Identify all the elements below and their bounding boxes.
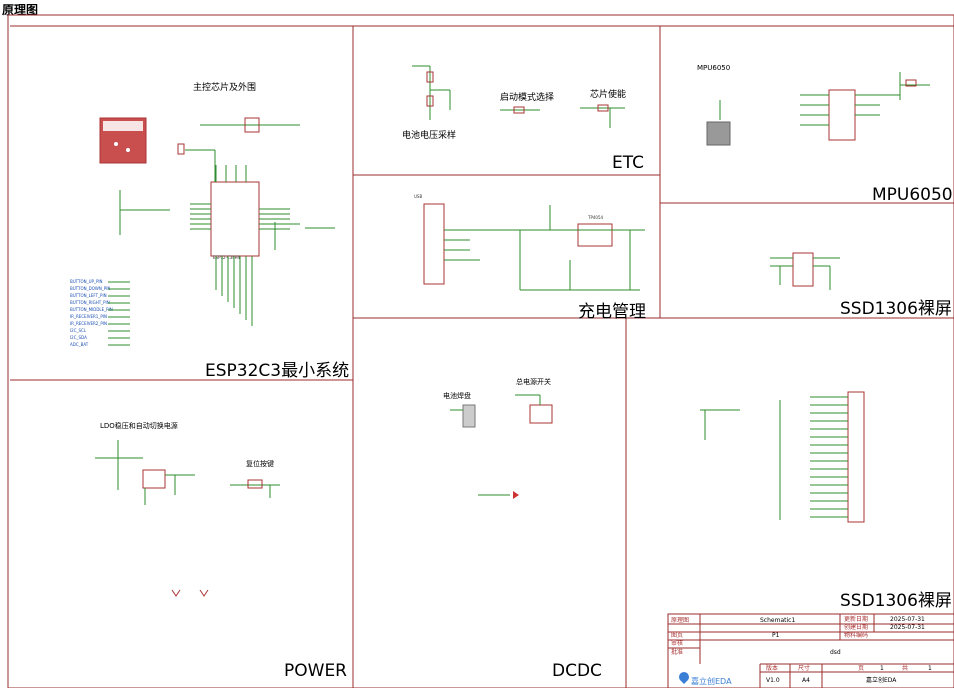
oled-connector	[847, 391, 865, 523]
project-name: dsd	[830, 649, 841, 656]
power-switch	[529, 404, 553, 424]
svg-text:创建日期: 创建日期	[844, 623, 868, 631]
svg-text:2025-07-31: 2025-07-31	[890, 624, 925, 631]
svg-text:BUTTON_LEFT_PIN: BUTTON_LEFT_PIN	[70, 293, 107, 298]
svg-text:页: 页	[858, 665, 864, 672]
svg-text:原理图: 原理图	[671, 617, 689, 624]
etc-block-title: ETC	[612, 153, 644, 173]
svg-text:BUTTON_DOWN_PIN: BUTTON_DOWN_PIN	[70, 286, 110, 291]
boot-select-label: 启动模式选择	[500, 91, 554, 103]
dcdc-block: DCDC 电池焊盘 总电源开关	[443, 377, 602, 681]
mpu6050-package	[706, 121, 731, 146]
svg-text:V1.0: V1.0	[766, 677, 780, 684]
esp32-block-subtitle: 主控芯片及外围	[193, 81, 256, 93]
svg-text:BUTTON_UP_PIN: BUTTON_UP_PIN	[70, 279, 103, 284]
svg-text:1: 1	[880, 665, 884, 672]
outer-frame	[7, 14, 954, 688]
mpu6050-block-title: MPU6050	[872, 185, 953, 205]
mpu6050-chip	[828, 89, 856, 141]
page-name: P1	[772, 632, 780, 639]
charge-block: 充电管理 USB TP4054	[414, 194, 646, 322]
svg-text:IR_RECEIVER2_PIN: IR_RECEIVER2_PIN	[70, 321, 107, 326]
company-name: 嘉立创EDA	[866, 676, 897, 684]
svg-text:批准: 批准	[671, 648, 683, 656]
ssd1306-large-block: SSD1306裸屏	[700, 391, 952, 611]
svg-text:共: 共	[902, 664, 908, 672]
svg-text:ADC_BAT: ADC_BAT	[70, 342, 89, 347]
schematic-name: Schematic1	[760, 617, 795, 624]
usb-connector-label: USB	[414, 194, 422, 199]
usb-connector	[423, 203, 445, 285]
svg-text:I2C_SDA: I2C_SDA	[70, 335, 87, 340]
oled-pin-wires	[700, 396, 848, 520]
svg-text:图页: 图页	[671, 632, 683, 639]
svg-text:IR_RECEIVER1_PIN: IR_RECEIVER1_PIN	[70, 314, 107, 319]
charge-block-title: 充电管理	[578, 302, 646, 322]
main-switch-label: 总电源开关	[516, 377, 551, 386]
led-icon	[513, 491, 519, 499]
logo-text: 嘉立创EDA	[691, 676, 732, 686]
battery-pad	[462, 404, 476, 428]
mpu6050-block: MPU6050 MPU6050	[697, 64, 953, 205]
ldo-chip	[142, 469, 166, 489]
ssd1306-large-title: SSD1306裸屏	[840, 591, 952, 611]
svg-text:2025-07-31: 2025-07-31	[890, 616, 925, 623]
mpu6050-chip-label: MPU6050	[697, 64, 730, 72]
svg-text:I2C_SCL: I2C_SCL	[70, 328, 87, 333]
etc-block: ETC 电池电压采样 启动模式选择 芯片使能	[402, 65, 644, 173]
svg-text:BUTTON_MIDDLE_PIN: BUTTON_MIDDLE_PIN	[70, 307, 113, 312]
esp32-chip-label: ESP32-C3FH4	[213, 255, 241, 260]
gpio-labels: BUTTON_UP_PIN BUTTON_DOWN_PIN BUTTON_LEF…	[70, 279, 113, 347]
esp32-block-title: ESP32C3最小系统	[205, 361, 349, 381]
tp4054-label: TP4054	[587, 215, 603, 220]
svg-text:A4: A4	[802, 677, 810, 684]
ssd1306-small-block: SSD1306裸屏	[770, 252, 952, 319]
svg-text:物料编码: 物料编码	[844, 631, 868, 639]
ldo-label: LDO稳压和自动切换电源	[100, 421, 178, 430]
ssd1306-small-title: SSD1306裸屏	[840, 299, 952, 319]
dcdc-block-title: DCDC	[552, 661, 602, 681]
esp32-chip	[210, 181, 260, 257]
svg-text:尺寸: 尺寸	[798, 664, 810, 672]
svg-text:1: 1	[928, 665, 932, 672]
chip-enable-label: 芯片使能	[590, 88, 626, 100]
charger-chip	[577, 223, 613, 247]
title-block: 原理图 图页 审核 批准 Schematic1 P1 dsd 更新日期 2025…	[667, 613, 954, 688]
reset-label: 复位按键	[246, 459, 274, 468]
battery-sense-label: 电池电压采样	[402, 129, 456, 141]
svg-text:BUTTON_RIGHT_PIN: BUTTON_RIGHT_PIN	[70, 300, 110, 305]
battery-pad-label: 电池焊盘	[443, 391, 471, 400]
svg-text:版本: 版本	[766, 664, 778, 672]
ssd1306-connector	[792, 252, 814, 287]
jlc-logo-icon	[679, 672, 689, 684]
svg-text:审核: 审核	[671, 639, 683, 647]
sheet-title: 原理图	[2, 3, 39, 17]
svg-text:更新日期: 更新日期	[844, 615, 868, 623]
block-dividers	[10, 25, 954, 688]
power-block-title: POWER	[284, 661, 347, 681]
esp32-block: ESP32C3最小系统 主控芯片及外围 ESP32-C3FH4	[70, 81, 349, 381]
power-block: POWER LDO稳压和自动切换电源 复位按键	[95, 421, 347, 681]
